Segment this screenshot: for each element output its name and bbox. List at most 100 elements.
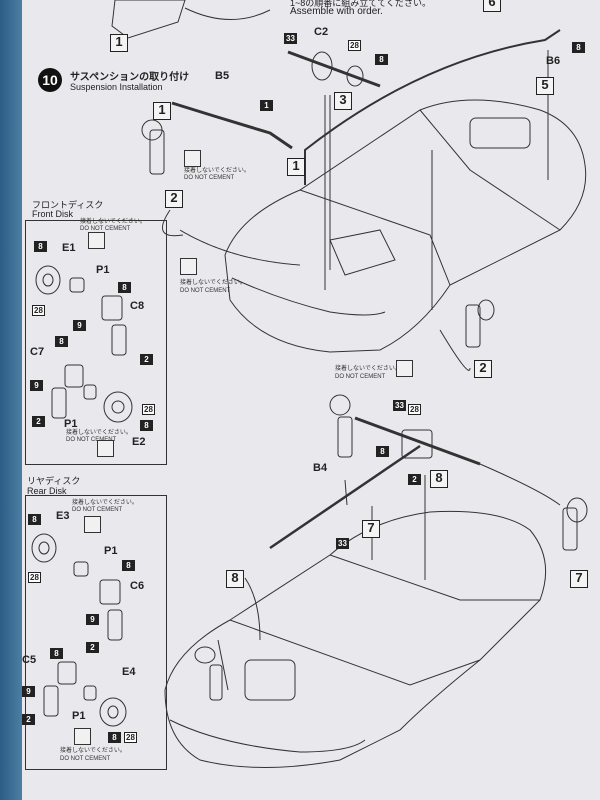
- callout-7-b: 7: [570, 570, 588, 588]
- rear-disk-panel: [25, 495, 167, 770]
- rear-c6: [99, 579, 121, 605]
- front-strut-c8: [111, 324, 127, 356]
- rear-p1: [73, 561, 89, 577]
- rear-c5: [57, 661, 77, 685]
- rear-disk-e3: [31, 533, 57, 563]
- front-subframe: [329, 229, 396, 276]
- part-p1-rear-2: P1: [72, 710, 86, 722]
- paint-code-2-c5: 2: [22, 714, 35, 725]
- paint-code-28-top: 28: [348, 40, 361, 51]
- part-p1-front-2: P1: [64, 418, 78, 430]
- front-c7: [64, 364, 84, 388]
- part-p1-rear: P1: [104, 545, 118, 557]
- paint-code-8-c8: 8: [118, 282, 131, 293]
- paint-code-33-b4: 33: [336, 538, 349, 549]
- part-b4: B4: [313, 462, 328, 474]
- paint-code-2-mid: 2: [408, 474, 421, 485]
- paint-code-8-e4: 8: [108, 732, 121, 743]
- paint-code-8-e3: 8: [28, 514, 41, 525]
- note-top-jp: 接着しないでください。: [180, 280, 246, 286]
- paint-code-28-e2: 28: [142, 404, 155, 415]
- note-rear-en: DO NOT CEMENT: [72, 507, 123, 513]
- callout-7-a: 7: [362, 520, 380, 538]
- step-title-jp: サスペンションの取り付け: [70, 72, 190, 83]
- no-cement-icon-front-2: [97, 440, 114, 457]
- note-front-en: DO NOT CEMENT: [80, 226, 131, 232]
- rear-disk-e4: [99, 697, 127, 727]
- car-bumper-rear: [169, 719, 366, 753]
- paint-code-8-e1: 8: [34, 241, 47, 252]
- paint-code-8-b6: 8: [572, 42, 585, 53]
- callout-8-b: 8: [226, 570, 244, 588]
- rear-strut-c5: [43, 685, 59, 717]
- no-cement-icon-b5: [184, 150, 201, 167]
- top-instruction-jp: 1~8の順番に組み立ててください。: [290, 0, 431, 8]
- paint-code-33-top: 33: [284, 33, 297, 44]
- paint-code-33-mid: 33: [393, 400, 406, 411]
- rear-p1-2: [83, 685, 97, 701]
- car-body-rear: [164, 510, 547, 768]
- paint-code-28-mid: 28: [408, 404, 421, 415]
- paint-code-2-c7: 2: [32, 416, 45, 427]
- front-c8: [101, 295, 123, 321]
- paint-code-28-e1: 28: [32, 305, 45, 316]
- rear-disk-title-en: Rear Disk: [27, 486, 67, 496]
- callout-3: 3: [334, 92, 352, 110]
- note-rear2-jp: 接着しないでください。: [60, 748, 126, 754]
- callout-2-a: 2: [165, 190, 183, 208]
- rod-b5: [171, 101, 293, 150]
- callout-1-c: 1: [287, 158, 305, 176]
- rear-left-strut: [337, 416, 353, 458]
- rear-right-strut: [562, 507, 578, 551]
- no-cement-icon-rear: [84, 516, 101, 533]
- paint-code-8-c5: 8: [50, 648, 63, 659]
- rear-disk-title-jp: リヤディスク: [27, 476, 81, 486]
- paint-code-8-e2: 8: [140, 420, 153, 431]
- no-cement-icon-front: [88, 232, 105, 249]
- paint-code-28-e4: 28: [124, 732, 137, 743]
- rear-strut-c6: [107, 609, 123, 641]
- part-e2: E2: [132, 436, 146, 448]
- note-mid-jp: 接着しないでください。: [335, 366, 401, 372]
- paint-code-9-c6: 9: [86, 614, 99, 625]
- note-rear2-en: DO NOT CEMENT: [60, 756, 111, 762]
- front-disk-e2: [103, 391, 133, 423]
- note-mid-en: DO NOT CEMENT: [335, 374, 386, 380]
- previous-step-body-edge: [184, 7, 271, 20]
- rear-strut-under: [209, 664, 223, 701]
- front-p1-2: [83, 384, 97, 400]
- callout-1-a: 1: [110, 34, 128, 52]
- no-cement-icon-top: [180, 258, 197, 275]
- note-b5-en: DO NOT CEMENT: [184, 175, 235, 181]
- note-front2-jp: 接着しないでください。: [66, 430, 132, 436]
- note-top-en: DO NOT CEMENT: [180, 288, 231, 294]
- table-surface: [0, 0, 22, 800]
- part-p1-front: P1: [96, 264, 110, 276]
- note-b5-jp: 接着しないでください。: [184, 168, 250, 174]
- part-b6: B6: [546, 55, 561, 67]
- fuel-tank: [469, 117, 531, 149]
- rear-diff: [401, 429, 433, 459]
- driveshaft-c2: [287, 50, 381, 88]
- part-e3: E3: [56, 510, 70, 522]
- callout-2-b: 2: [474, 360, 492, 378]
- no-cement-icon-rear-2: [74, 728, 91, 745]
- paint-code-9-c7: 9: [30, 380, 43, 391]
- part-e4: E4: [122, 666, 136, 678]
- paint-code-1: 1: [260, 100, 273, 111]
- part-c7: C7: [30, 346, 45, 358]
- driveshaft-b4: [269, 444, 421, 550]
- step-number-badge: 10: [38, 68, 62, 92]
- paint-code-2-c6: 2: [86, 642, 99, 653]
- paint-code-8-top: 8: [375, 54, 388, 65]
- car-floor-rear: [419, 109, 561, 231]
- note-front-jp: 接着しないでください。: [80, 219, 146, 225]
- no-cement-icon-mid: [396, 360, 413, 377]
- rear-subframe: [244, 659, 296, 701]
- paint-code-2-c8: 2: [140, 354, 153, 365]
- front-disk-title-en: Front Disk: [32, 209, 74, 219]
- callout-5: 5: [536, 77, 554, 95]
- front-left-strut: [149, 129, 165, 175]
- part-e1: E1: [62, 242, 76, 254]
